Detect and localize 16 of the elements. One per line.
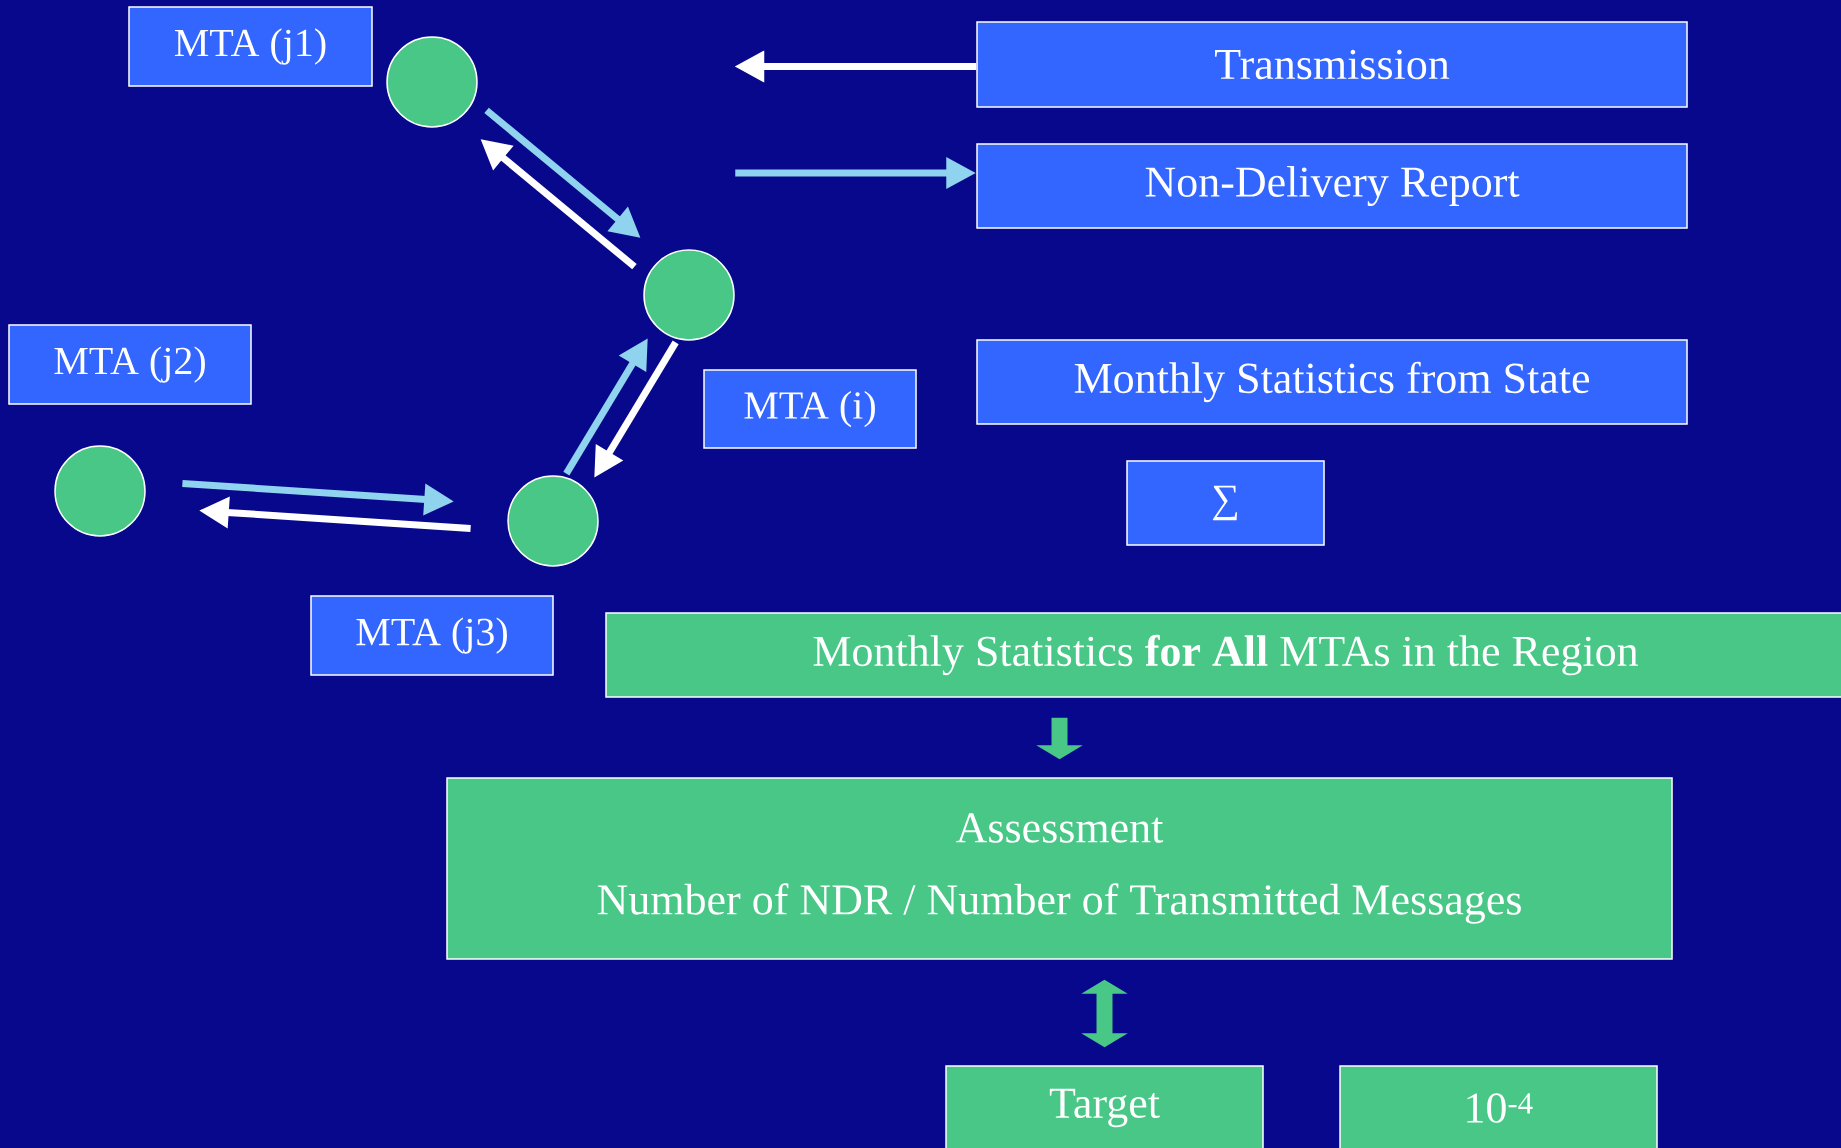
node-circle (643, 249, 735, 341)
process-box: 10$^{-4}$ (1339, 1065, 1658, 1148)
node-circle (54, 445, 146, 537)
label-box: MTA (j2) (8, 324, 252, 405)
node-circle (386, 36, 478, 128)
label-box: Transmission (976, 21, 1688, 108)
process-box: Assessment Number of NDR / Number of Transmitted Messages (446, 777, 1673, 960)
label-box: MTA (i) (703, 369, 917, 449)
process-box: Target (945, 1065, 1264, 1148)
label-box: ∑ (1126, 460, 1325, 546)
process-box: Monthly Statistics for All MTAs in the Region (605, 612, 1841, 698)
label-box: Non-Delivery Report (976, 143, 1688, 229)
label-box: MTA (j1) (128, 6, 373, 87)
label-box: MTA (j3) (310, 595, 554, 676)
label-box: Monthly Statistics from State (976, 339, 1688, 425)
node-circle (507, 475, 599, 567)
